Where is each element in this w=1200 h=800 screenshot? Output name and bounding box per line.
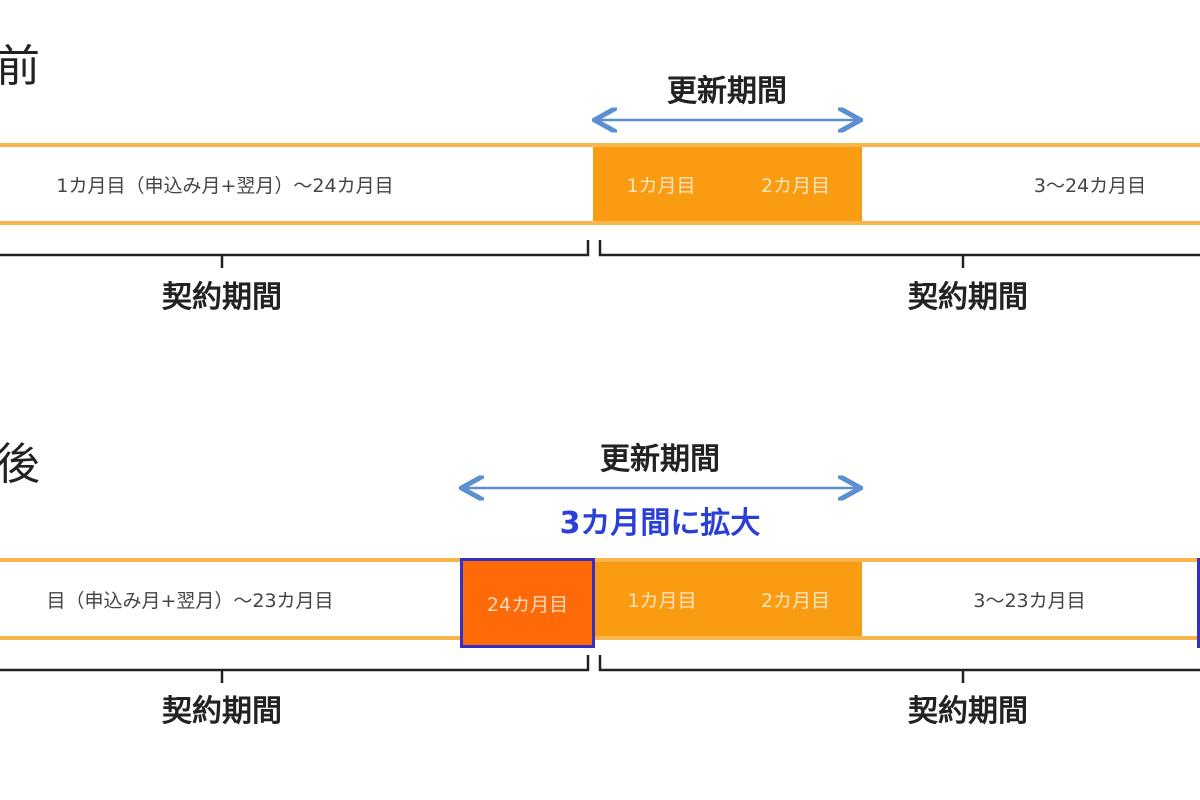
timeline-before: 1カ月目（申込み月+翌月）～24カ月目 1カ月目 2カ月目 3～24カ月目 xyxy=(0,143,1200,225)
bracket-after-right xyxy=(598,655,1200,683)
segment-rest: 3～24カ月目 xyxy=(1033,174,1147,197)
segment-month-1: 1カ月目 xyxy=(595,562,729,636)
segment-month-2: 2カ月目 xyxy=(729,562,862,636)
contract-period-label: 契約期間 xyxy=(908,280,1028,315)
heading-after: 後 xyxy=(0,439,40,490)
segment-month-24: 24カ月目 xyxy=(460,558,595,648)
segment-first-contract: 1カ月目（申込み月+翌月）～24カ月目 xyxy=(56,174,394,197)
segment-rest: 3～23カ月目 xyxy=(973,589,1086,612)
heading-before: 前 xyxy=(0,41,40,92)
contract-period-label: 契約期間 xyxy=(162,280,282,315)
renewal-period-label-after: 更新期間 xyxy=(600,442,720,477)
segment-month-2: 2カ月目 xyxy=(729,147,862,221)
contract-period-label: 契約期間 xyxy=(908,694,1028,729)
bracket-after-left xyxy=(0,655,590,683)
contract-period-label: 契約期間 xyxy=(162,694,282,729)
timeline-after: 目（申込み月+翌月）～23カ月目 24カ月目 1カ月目 2カ月目 3～23カ月目 xyxy=(0,558,1200,648)
segment-first-contract: 目（申込み月+翌月）～23カ月目 xyxy=(46,589,334,612)
renewal-period-label-before: 更新期間 xyxy=(667,74,787,109)
expanded-label: 3カ月間に拡大 xyxy=(559,506,761,541)
bracket-before-left xyxy=(0,240,590,268)
segment-month-1: 1カ月目 xyxy=(593,147,729,221)
bracket-before-right xyxy=(598,240,1200,268)
next-month-24-edge xyxy=(1197,558,1200,648)
